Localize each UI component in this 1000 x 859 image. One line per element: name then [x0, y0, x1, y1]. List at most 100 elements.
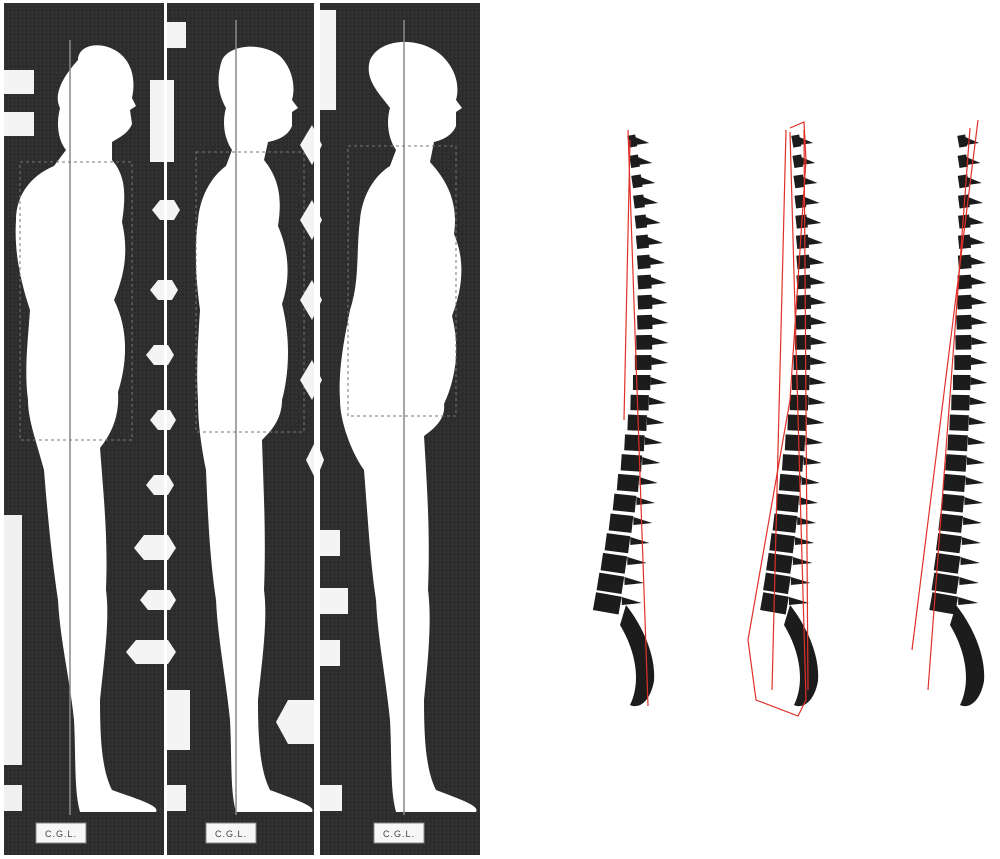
label-tag	[320, 530, 340, 556]
spinous-process	[806, 217, 821, 225]
vertebra	[792, 375, 810, 390]
vertebra	[637, 255, 651, 270]
label-tag	[150, 80, 174, 162]
spinous-process	[811, 337, 828, 345]
floor-label-3: C.G.L.	[383, 829, 415, 839]
spinous-process	[808, 397, 825, 405]
vertebra	[945, 454, 967, 472]
spinous-process	[649, 397, 666, 405]
vertebra	[605, 533, 631, 553]
spinous-process	[969, 417, 987, 425]
vertebra	[785, 434, 806, 451]
spinous-process	[630, 537, 649, 545]
spinous-process	[811, 317, 827, 325]
spinous-process	[799, 497, 818, 505]
vertebra	[769, 533, 795, 553]
posture-panels: C.G.L. C.G.L.	[4, 3, 480, 855]
spinous-process	[959, 577, 979, 585]
spinous-process	[643, 197, 658, 205]
vertebra	[954, 355, 971, 370]
spinous-process	[958, 597, 978, 605]
spinous-process	[810, 357, 827, 365]
vertebra	[766, 553, 793, 574]
spinous-process	[642, 457, 660, 465]
spinous-process	[652, 297, 668, 305]
spinous-process	[633, 517, 652, 525]
vertebra	[943, 474, 966, 492]
spinous-process	[636, 497, 655, 505]
spinous-process	[967, 457, 985, 465]
spinous-process	[971, 337, 988, 345]
spinous-process	[650, 377, 667, 385]
label-tag	[166, 785, 186, 811]
spinous-process	[805, 437, 823, 445]
vertebra	[796, 295, 811, 310]
spinous-process	[648, 237, 663, 245]
vertebra	[782, 454, 804, 472]
spinous-process	[810, 277, 826, 285]
vertebra	[776, 494, 800, 513]
posture-panel-1: C.G.L.	[4, 3, 164, 855]
vertebra	[627, 415, 647, 431]
label-tag	[4, 70, 34, 94]
spinous-process	[801, 157, 815, 165]
vertebra	[597, 573, 625, 594]
vertebra	[636, 335, 652, 350]
label-tag	[320, 588, 348, 614]
spinous-process	[970, 377, 987, 385]
vertebra	[763, 573, 791, 594]
spinous-process	[808, 237, 823, 245]
spinous-process	[809, 377, 826, 385]
spinous-process	[963, 517, 982, 525]
spinous-process	[651, 357, 668, 365]
vertebra	[953, 375, 971, 390]
label-tag	[126, 640, 176, 664]
vertebra	[624, 434, 645, 451]
spinous-process	[966, 477, 985, 485]
spine-diagram-3	[929, 134, 987, 706]
vertebra	[617, 474, 640, 492]
sacrum	[784, 605, 818, 706]
spinous-process	[650, 257, 666, 265]
vertebra	[941, 494, 965, 513]
spinous-process	[971, 257, 987, 265]
spinous-process	[971, 297, 987, 305]
label-tag	[4, 515, 22, 765]
spinous-process	[652, 317, 668, 325]
vertebra	[947, 434, 968, 451]
spinous-process	[651, 277, 667, 285]
spinous-process	[625, 577, 645, 585]
spinous-process	[652, 337, 669, 345]
vertebra	[957, 275, 971, 290]
spinous-process	[970, 397, 987, 405]
spinous-process	[968, 197, 983, 205]
vertebra	[958, 235, 971, 249]
sacrum	[950, 605, 984, 706]
spine-diagram-2	[760, 134, 827, 706]
vertebra	[609, 513, 634, 532]
label-tag	[320, 785, 342, 811]
sacrum	[620, 605, 654, 706]
spinous-process	[799, 137, 813, 145]
vertebra	[635, 214, 648, 228]
vertebra	[637, 295, 652, 310]
vertebra	[593, 592, 622, 614]
spinous-process	[961, 557, 981, 565]
vertebra	[630, 395, 649, 411]
spinous-process	[971, 357, 988, 365]
spinous-process	[647, 417, 665, 425]
spinous-process	[789, 597, 809, 605]
vertebra	[951, 395, 970, 411]
vertebra	[796, 315, 812, 330]
label-tag	[4, 785, 22, 811]
spine-diagrams	[593, 120, 988, 716]
vertebra	[633, 194, 645, 208]
spinous-process	[965, 137, 979, 145]
spinous-process	[645, 437, 663, 445]
vertebra	[796, 235, 809, 249]
vertebra	[956, 315, 972, 330]
floor-label-2: C.G.L.	[215, 829, 247, 839]
label-tag	[4, 112, 34, 136]
vertebra	[938, 513, 963, 532]
